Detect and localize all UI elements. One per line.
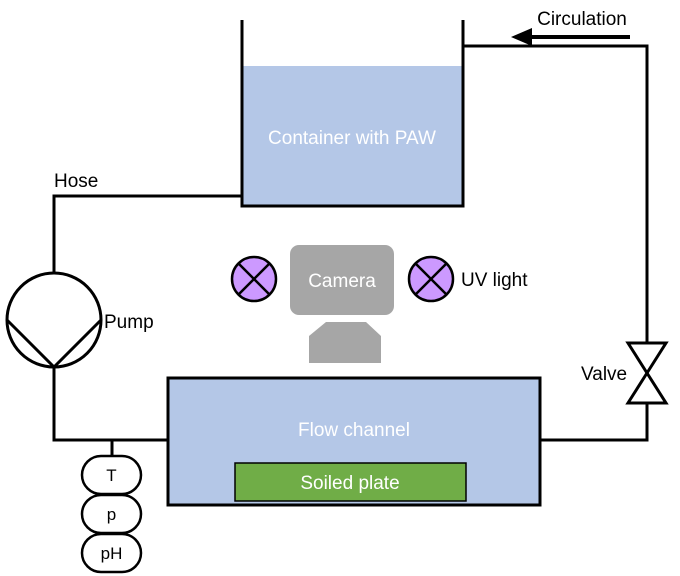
uv-light-label: UV light (461, 270, 528, 291)
valve-label: Valve (581, 364, 627, 385)
hose-label: Hose (54, 171, 98, 192)
sensor-ph: pH (80, 532, 143, 574)
sensor-pressure: p (80, 493, 143, 535)
arrow-head (511, 28, 532, 46)
pump-icon (5, 271, 103, 370)
container (240, 20, 465, 208)
sensor-label: p (107, 505, 116, 524)
uv-light-left (230, 255, 278, 303)
sensor-label: pH (101, 544, 123, 563)
sensor-label: T (106, 466, 116, 485)
soiled-plate (234, 462, 467, 502)
return-line-right (463, 44, 649, 442)
circulation-arrow (511, 28, 630, 46)
camera (290, 245, 394, 363)
container-label: Container with PAW (268, 128, 436, 149)
sensor-temperature: T (80, 454, 143, 496)
valve-icon (625, 341, 669, 405)
camera-label: Camera (308, 271, 376, 292)
flow-channel-label: Flow channel (298, 420, 410, 441)
soiled-plate-label: Soiled plate (300, 473, 399, 494)
container-water (242, 66, 463, 206)
sensor-stack: T p pH (80, 454, 143, 574)
container-walls (240, 20, 465, 208)
pump-label: Pump (104, 312, 154, 333)
circulation-label: Circulation (537, 9, 627, 30)
uv-light-right (407, 255, 455, 303)
camera-body (290, 245, 394, 315)
camera-lens (309, 322, 381, 363)
